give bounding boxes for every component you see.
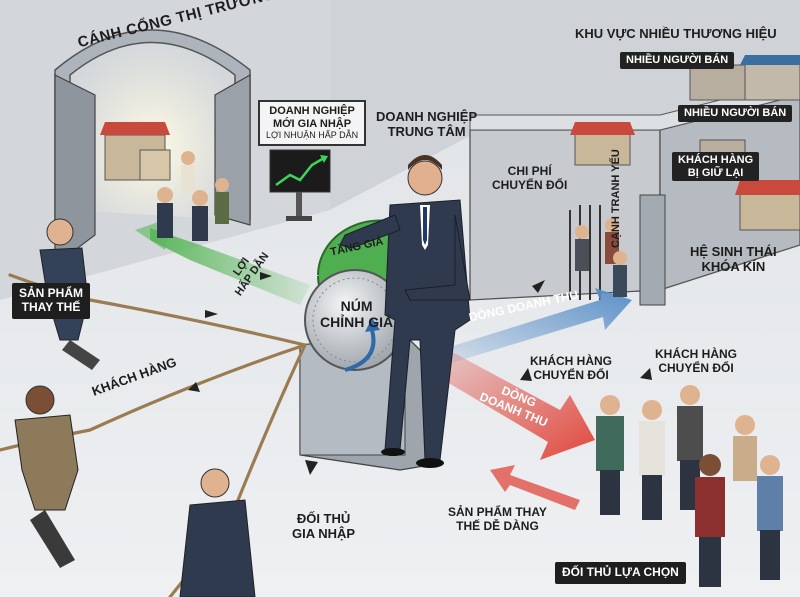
switching-customers-label-2: KHÁCH HÀNG CHUYỂN ĐỔI <box>655 347 737 376</box>
substitute-badge: SẢN PHẨM THAY THẾ <box>12 283 91 319</box>
easy-substitute-line2: THẾ DỄ DÀNG <box>456 518 539 533</box>
switching-customers-2-line2: CHUYỂN ĐỔI <box>658 360 734 375</box>
switching-cost-label: CHI PHÍ CHUYỂN ĐỔI <box>492 164 568 193</box>
closed-ecosystem-label: HỆ SINH THÁI KHÓA KÍN <box>690 244 777 275</box>
small-direction-arrows <box>188 272 652 475</box>
central-firm-line2: TRUNG TÂM <box>387 123 466 139</box>
red-substitute-arrow <box>490 465 580 510</box>
switching-customers-label-1: KHÁCH HÀNG CHUYỂN ĐỔI <box>530 354 612 383</box>
competitor-choice-badge: ĐỐI THỦ LỰA CHỌN <box>555 562 686 584</box>
switching-cost-line2: CHUYỂN ĐỔI <box>492 177 568 192</box>
price-knob-label: NÚM CHỈNH GIÁ <box>320 298 393 330</box>
substitute-line1: SẢN PHẨM <box>19 286 84 300</box>
closed-ecosystem-line2: KHÓA KÍN <box>701 258 766 274</box>
profit-attractive-text: LỢI NHUẬN HẤP DẪN <box>266 130 359 141</box>
many-sellers-badge-2: NHIỀU NGƯỜI BÁN <box>678 105 793 122</box>
multi-brand-zone-label: KHU VỰC NHIỀU THƯƠNG HIỆU <box>575 26 777 41</box>
competition-edge-label: CẠNH TRANH YẾU <box>610 149 622 248</box>
customers-retained-line1: KHÁCH HÀNG <box>678 154 754 166</box>
switching-customers-1-line2: CHUYỂN ĐỔI <box>533 367 609 382</box>
switching-customers-group <box>596 385 783 587</box>
switching-customers-1-line1: KHÁCH HÀNG <box>530 354 612 368</box>
substitute-line2: THAY THẾ <box>21 299 81 314</box>
new-entrant-line2: MỚI GIA NHẬP <box>273 117 352 130</box>
entrant-competitor-label: ĐỐI THỦ GIA NHẬP <box>292 511 356 542</box>
price-knob-line1: NÚM <box>340 298 373 314</box>
many-sellers-badge-1: NHIỀU NGƯỜI BÁN <box>620 52 735 69</box>
central-firm-label: DOANH NGHIỆP TRUNG TÂM <box>376 109 478 140</box>
price-knob-line2: CHỈNH GIÁ <box>320 314 394 331</box>
retained-customers <box>575 218 627 297</box>
switching-cost-line1: CHI PHÍ <box>507 164 552 178</box>
customers-retained-line2: BỊ GIỮ LẠI <box>687 166 744 179</box>
entrants-at-gate <box>157 151 229 241</box>
entrant-competitor-line2: GIA NHẬP <box>292 525 356 541</box>
easy-substitute-label: SẢN PHẨM THAY THẾ DỄ DÀNG <box>448 505 547 534</box>
blue-revenue-arrow <box>440 288 632 365</box>
customers-retained-badge: KHÁCH HÀNG BỊ GIỮ LẠI <box>672 152 760 182</box>
green-profit-arrow <box>150 228 310 305</box>
easy-substitute-line1: SẢN PHẨM THAY <box>448 505 547 519</box>
closed-ecosystem-line1: HỆ SINH THÁI <box>690 244 777 259</box>
central-businessman <box>339 155 471 468</box>
market-gate <box>54 29 251 267</box>
new-entrant-line1: DOANH NGHIỆP <box>269 105 355 117</box>
profit-monitor <box>269 149 331 221</box>
entrant-puller <box>179 468 256 597</box>
entrant-competitor-line1: ĐỐI THỦ <box>296 511 351 526</box>
red-revenue-arrow <box>410 340 595 460</box>
switching-customers-2-line1: KHÁCH HÀNG <box>655 347 737 361</box>
new-entrant-sign: DOANH NGHIỆP MỚI GIA NHẬP LỢI NHUẬN HẤP … <box>258 100 367 146</box>
central-firm-line1: DOANH NGHIỆP <box>376 109 478 124</box>
customer-puller <box>14 385 79 568</box>
